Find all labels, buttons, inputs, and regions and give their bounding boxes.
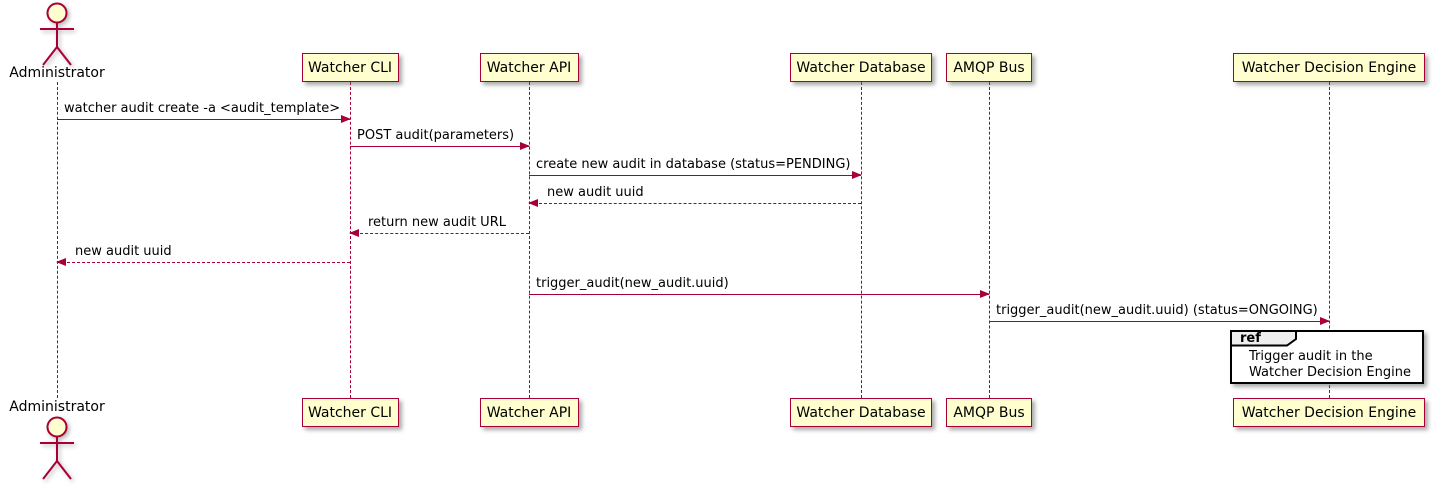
participant-label: Watcher API — [486, 59, 572, 76]
participant-watcher-decision-engine-bottom: Watcher Decision Engine — [1233, 398, 1425, 427]
actor-label-administrator-top: Administrator — [9, 65, 105, 81]
message-line — [350, 146, 529, 147]
lifeline-amqp-bus — [988, 82, 990, 398]
lifeline-watcher-cli — [349, 82, 351, 398]
actor-administrator-icon-top — [34, 2, 80, 74]
arrowhead-icon — [341, 114, 351, 123]
lifeline-watcher-decision-engine — [1328, 82, 1330, 398]
message-label: create new audit in database (status=PEN… — [536, 157, 851, 172]
message-line — [529, 203, 861, 204]
arrowhead-icon — [349, 228, 359, 237]
message-label: watcher audit create -a <audit_template> — [64, 101, 341, 116]
message-label: trigger_audit(new_audit.uuid) (status=ON… — [996, 303, 1318, 318]
message-line — [57, 119, 350, 120]
message-line — [350, 233, 529, 234]
participant-label: Watcher CLI — [307, 404, 393, 421]
arrowhead-icon — [528, 198, 538, 207]
participant-amqp-bus-top: AMQP Bus — [946, 53, 1032, 82]
message-line — [989, 321, 1329, 322]
participant-watcher-decision-engine-top: Watcher Decision Engine — [1233, 53, 1425, 82]
message-label: return new audit URL — [368, 215, 506, 230]
lifeline-watcher-api — [528, 82, 530, 398]
participant-label: Watcher Database — [796, 59, 926, 76]
participant-label: Watcher API — [486, 404, 572, 421]
actor-label-administrator-bottom: Administrator — [9, 399, 105, 415]
participant-label: AMQP Bus — [953, 59, 1025, 76]
participant-amqp-bus-bottom: AMQP Bus — [946, 398, 1032, 427]
participant-label: Watcher Database — [796, 404, 926, 421]
ref-text-line: Watcher Decision Engine — [1249, 364, 1411, 380]
participant-label: Watcher Decision Engine — [1241, 59, 1417, 76]
message-label: new audit uuid — [547, 185, 644, 200]
ref-keyword: ref — [1240, 331, 1261, 346]
message-line — [529, 175, 861, 176]
message-line — [529, 294, 989, 295]
actor-administrator-icon-bottom — [34, 416, 80, 486]
participant-label: AMQP Bus — [953, 404, 1025, 421]
arrowhead-icon — [1320, 316, 1330, 325]
ref-tab — [1230, 330, 1300, 351]
participant-watcher-cli-bottom: Watcher CLI — [301, 398, 399, 427]
message-label: trigger_audit(new_audit.uuid) — [536, 276, 729, 291]
message-line — [57, 262, 350, 263]
lifeline-administrator — [56, 82, 58, 398]
participant-label: Watcher Decision Engine — [1241, 404, 1417, 421]
lifeline-watcher-database — [860, 82, 862, 398]
participant-watcher-database-top: Watcher Database — [790, 53, 932, 82]
participant-watcher-api-bottom: Watcher API — [479, 398, 579, 427]
message-label: POST audit(parameters) — [357, 128, 515, 143]
participant-watcher-api-top: Watcher API — [479, 53, 579, 82]
arrowhead-icon — [520, 141, 530, 150]
arrowhead-icon — [852, 170, 862, 179]
arrowhead-icon — [980, 289, 990, 298]
message-label: new audit uuid — [75, 244, 172, 259]
participant-watcher-cli-top: Watcher CLI — [301, 53, 399, 82]
arrowhead-icon — [56, 257, 66, 266]
participant-watcher-database-bottom: Watcher Database — [790, 398, 932, 427]
ref-text-line: Trigger audit in the — [1249, 349, 1373, 364]
participant-label: Watcher CLI — [307, 59, 393, 76]
